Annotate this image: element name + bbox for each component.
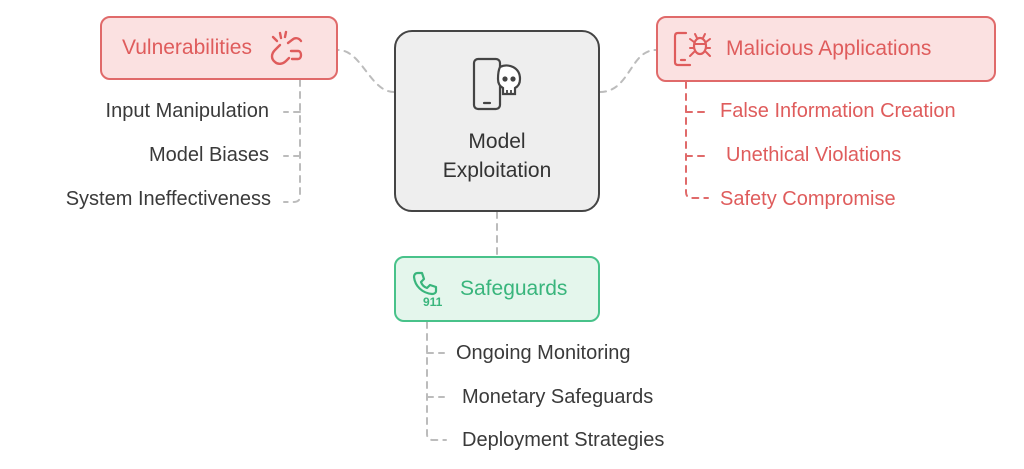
safeguard-item-3: Deployment Strategies xyxy=(462,429,665,451)
malicious-item-1: False Information Creation xyxy=(720,100,956,122)
vulnerabilities-node: Vulnerabilities xyxy=(100,16,338,80)
vulnerability-item-2: Model Biases xyxy=(148,144,269,166)
vulnerabilities-label: Vulnerabilities xyxy=(122,36,252,59)
center-title-line2: Exploitation xyxy=(442,159,552,182)
malicious-item-3: Safety Compromise xyxy=(720,188,896,210)
safeguards-label: Safeguards xyxy=(460,277,568,300)
phone-skull-icon xyxy=(472,57,522,111)
safeguard-item-1: Ongoing Monitoring xyxy=(456,342,631,364)
vulnerability-item-3: System Ineffectiveness xyxy=(65,188,271,210)
malicious-item-2: Unethical Violations xyxy=(726,144,902,166)
malicious-applications-node: Malicious Applications xyxy=(656,16,996,82)
center-title-line1: Model xyxy=(468,130,526,153)
safeguards-node: 911 Safeguards xyxy=(394,256,600,322)
center-title: Model Exploitation xyxy=(443,127,552,185)
phone-911-icon: 911 xyxy=(412,271,443,309)
phone-bug-icon xyxy=(673,31,711,67)
safeguard-item-2: Monetary Safeguards xyxy=(462,386,654,408)
vulnerability-item-1: Input Manipulation xyxy=(105,100,269,122)
malicious-applications-label: Malicious Applications xyxy=(726,37,932,60)
center-node-model-exploitation: Model Exploitation xyxy=(394,30,600,212)
broken-link-icon xyxy=(270,30,303,65)
phone-911-icon-text: 911 xyxy=(423,295,443,309)
